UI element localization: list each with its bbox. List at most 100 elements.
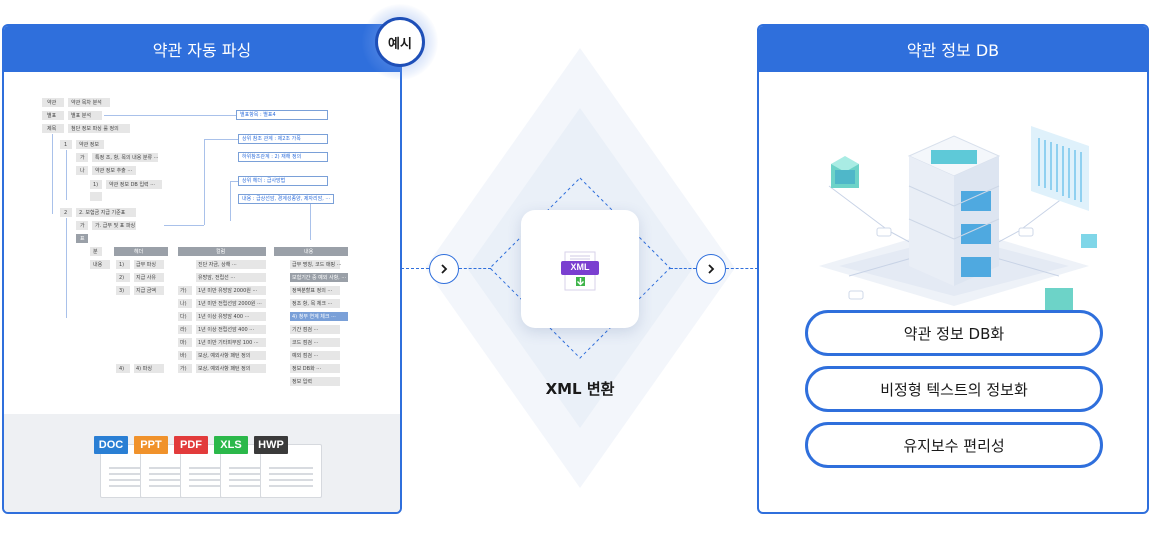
col1-text: 급부 파싱 — [136, 261, 156, 269]
benefit-unstructured-text: 비정형 텍스트의 정보화 — [805, 366, 1103, 412]
tree-num: 가 — [80, 222, 85, 230]
connector-line — [104, 115, 236, 116]
file-line — [269, 479, 313, 481]
xml-badge-text: XML — [561, 262, 599, 272]
tree-num: 가 — [80, 154, 85, 162]
col2-num: 다) — [180, 313, 187, 321]
doc-row-value: 첨단 정보 파싱 룰 정의 — [71, 125, 119, 133]
col2-num: 나) — [180, 300, 187, 308]
flow-line-right — [726, 268, 758, 269]
connector-line — [310, 204, 311, 240]
source-files-area: DOC PPT PDF XLS HWP — [4, 414, 400, 514]
table-header: 헤더 — [134, 248, 143, 256]
table-side-label: 내용 — [93, 261, 102, 269]
col3-text: 예외 점검 ··· — [292, 352, 318, 360]
tree-num: 2 — [64, 209, 67, 217]
file-type-label: PDF — [174, 436, 208, 454]
tree-text: 약관 정보 — [79, 141, 99, 149]
file-icon-hwp: HWP — [254, 436, 322, 498]
flow-line-left — [401, 268, 429, 269]
col2-text: 1년 이상 전립선암 400 ··· — [198, 326, 254, 334]
tree-text: 2. 보험금 지급 기준표 — [79, 209, 125, 217]
table-side-label: 분 — [93, 248, 98, 256]
col2-text: 유방암, 전립선 ··· — [198, 274, 235, 282]
doc-row-value: 약관 목차 분석 — [71, 99, 102, 107]
flow-line-left-inner — [459, 268, 491, 269]
col1-num: 4) — [119, 365, 124, 373]
tree-connector — [66, 218, 67, 318]
example-badge: 예시 — [375, 17, 425, 67]
col3-text: 보험기간 중 예외 사항, ··· — [292, 274, 346, 282]
terms-db-title: 약관 정보 DB — [759, 26, 1147, 72]
connector-line — [204, 139, 238, 140]
doc-row-label: 제목 — [47, 125, 56, 133]
doc-row-label: 별표 — [47, 112, 56, 120]
parsed-document-example: 약관 약관 목차 분석 별표 별표 분석 제목 첨단 정보 파싱 룰 정의 1 … — [4, 72, 400, 414]
col3-text: 정보 DB화 ··· — [292, 365, 321, 373]
note-box: 하위참조관계 : 2) 재해 정의 — [238, 152, 328, 162]
auto-parsing-panel: 약관 자동 파싱 약관 약관 목차 분석 별표 별표 분석 제목 첨단 정보 파… — [2, 24, 402, 514]
col3-text: 정액분할표 정의 ··· — [292, 287, 332, 295]
tree-text: 약관 정보 DB 입력 ··· — [109, 181, 155, 189]
table-marker-label: 표 — [80, 235, 85, 243]
tree-num: 나 — [80, 167, 85, 175]
connector-line — [164, 225, 204, 226]
tree-connector — [66, 150, 67, 200]
tree-text: 가. 급부 및 표 파싱 — [95, 222, 135, 230]
database-server-illustration — [789, 116, 1119, 316]
note-box: 상위 헤더 : 급사망법 — [238, 176, 328, 186]
tree-text: 특정 조, 항, 목의 내용 분류 ··· — [95, 154, 158, 162]
file-type-label: XLS — [214, 436, 248, 454]
col3-text: 정보 입력 — [292, 378, 312, 386]
file-type-label: DOC — [94, 436, 128, 454]
col2-num: 라) — [180, 326, 187, 334]
file-type-label: PPT — [134, 436, 168, 454]
table-header: 내용 — [304, 248, 313, 256]
connector-line — [230, 181, 238, 182]
col2-text: 1년 미만 전립선암 2000원 ··· — [198, 300, 262, 308]
tree-ellipsis — [90, 192, 102, 201]
file-line — [269, 473, 313, 475]
tree-text: 약관 정보 추출 ··· — [95, 167, 132, 175]
col3-text: 정조 항, 목 체크 ··· — [292, 300, 332, 308]
col2-text: 1년 미만 기타피부암 100 ··· — [198, 339, 259, 347]
xml-conversion-label: XML 변환 — [480, 378, 680, 399]
connector-line — [204, 139, 205, 225]
col2-text: 진단 자금, 상해 ··· — [198, 261, 237, 269]
col3-text: 4) 청부 연계 체크 ··· — [292, 313, 336, 321]
doc-row-label: 약관 — [47, 99, 56, 107]
col2-text: 1년 이상 유방암 400 ··· — [198, 313, 249, 321]
table-header: 컬럼 — [216, 248, 225, 256]
col1-num: 3) — [119, 287, 124, 295]
file-line — [269, 485, 313, 487]
col2-text: 보상, 예외사항 패턴 정의 — [198, 365, 250, 373]
tree-num: 1) — [93, 181, 98, 189]
col1-num: 2) — [119, 274, 124, 282]
doc-row-value: 별표 분석 — [71, 112, 91, 120]
auto-parsing-title: 약관 자동 파싱 — [4, 26, 400, 72]
col1-text: 지급 금액 — [136, 287, 156, 295]
flow-line-right-inner — [670, 268, 696, 269]
col1-text: 4) 파싱 — [136, 365, 152, 373]
col2-text: 1년 미만 유방암 2000원 ··· — [198, 287, 257, 295]
col3-text: 기간 점검 ··· — [292, 326, 318, 334]
tree-connector — [52, 134, 53, 214]
col1-text: 지급 사유 — [136, 274, 156, 282]
col2-text: 보상, 예외사항 패턴 정의 — [198, 352, 250, 360]
note-box: 상위 참조 관계 : 제2조 가목 — [238, 134, 328, 144]
xml-conversion-card: XML — [521, 210, 639, 328]
tree-num: 1 — [64, 141, 67, 149]
col2-num: 가) — [180, 365, 187, 373]
col2-num: 마) — [180, 339, 187, 347]
col3-text: 코드 점검 ··· — [292, 339, 318, 347]
col3-text: 급부 명칭, 코드 매핑 ··· — [292, 261, 342, 269]
benefit-maintenance: 유지보수 편리성 — [805, 422, 1103, 468]
connector-line — [230, 181, 231, 221]
file-type-label: HWP — [254, 436, 288, 454]
file-line — [269, 467, 313, 469]
chevron-right-icon — [429, 254, 459, 284]
benefit-db-conversion: 약관 정보 DB화 — [805, 310, 1103, 356]
chevron-right-icon — [696, 254, 726, 284]
col2-num: 바) — [180, 352, 187, 360]
